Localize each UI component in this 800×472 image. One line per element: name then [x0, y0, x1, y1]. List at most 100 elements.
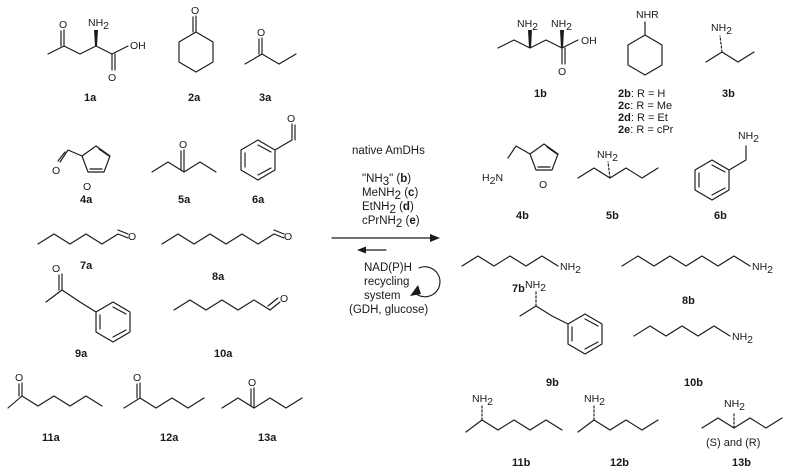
structure-4b: O H2N	[482, 143, 559, 191]
svg-text:O: O	[128, 231, 136, 243]
svg-text:O: O	[83, 181, 91, 193]
structure-8a: O	[161, 229, 292, 245]
svg-text:NH2: NH2	[752, 261, 773, 276]
label-13b: 13b	[732, 457, 751, 469]
svg-text:O: O	[287, 113, 295, 125]
structure-8b: NH2	[621, 255, 773, 276]
label-8b: 8b	[682, 295, 695, 307]
svg-text:2b: R = H: 2b: R = H	[618, 88, 665, 100]
structure-7a: O	[37, 229, 136, 245]
structure-13a: O	[221, 377, 303, 409]
label-8a: 8a	[212, 271, 225, 283]
structure-10b: NH2	[633, 325, 753, 346]
svg-text:O: O	[52, 165, 60, 177]
svg-text:NH2: NH2	[724, 398, 745, 413]
svg-text:OH: OH	[130, 40, 146, 52]
label-11b: 11b	[512, 457, 531, 469]
label-12a: 12a	[160, 432, 179, 444]
svg-text:O: O	[59, 19, 67, 31]
label-4a: 4a	[80, 194, 93, 206]
svg-text:NH2: NH2	[517, 18, 538, 33]
label-7a: 7a	[80, 260, 93, 272]
svg-text:2c: R = Me: 2c: R = Me	[618, 100, 672, 112]
svg-text:2d: R = Et: 2d: R = Et	[618, 112, 668, 124]
svg-text:NAD(P)H: NAD(P)H	[364, 262, 412, 274]
label-5a: 5a	[178, 194, 191, 206]
label-6b: 6b	[714, 210, 727, 222]
label-13a: 13a	[258, 432, 277, 444]
label-4b: 4b	[516, 210, 529, 222]
label-1a: 1a	[84, 92, 97, 104]
structure-12a: O	[123, 372, 205, 409]
svg-text:NH2: NH2	[738, 130, 759, 145]
amine-donor-c: MeNH2 (c)	[362, 187, 418, 202]
structure-2a: O	[178, 5, 214, 73]
svg-text:system: system	[364, 290, 400, 302]
label-10a: 10a	[214, 348, 233, 360]
svg-text:O: O	[191, 5, 199, 17]
cofactor-recycling: NAD(P)H recycling system (GDH, glucose)	[349, 262, 428, 316]
structure-1a: O NH2 O OH	[47, 17, 146, 84]
svg-text:2e: R = cPr: 2e: R = cPr	[618, 124, 674, 136]
svg-text:NH2: NH2	[597, 149, 618, 164]
label-9b: 9b	[546, 377, 559, 389]
svg-text:O: O	[284, 231, 292, 243]
amine-donor-e: cPrNH2 (e)	[362, 215, 420, 230]
svg-text:NH2: NH2	[560, 261, 581, 276]
svg-text:O: O	[15, 372, 23, 384]
structure-4a: O O	[52, 145, 111, 193]
svg-text:O: O	[52, 263, 60, 275]
structure-10a: O	[173, 293, 288, 311]
svg-text:O: O	[108, 72, 116, 84]
structure-6a: O	[240, 113, 296, 181]
catalyst-text: native AmDHs	[352, 145, 425, 157]
svg-text:(GDH, glucose): (GDH, glucose)	[349, 304, 428, 316]
label-5b: 5b	[606, 210, 619, 222]
svg-text:H2N: H2N	[482, 172, 503, 187]
structure-9b: NH2	[519, 279, 603, 355]
svg-text:O: O	[248, 377, 256, 389]
svg-text:NHR: NHR	[636, 9, 659, 21]
structure-11b: NH2	[465, 393, 563, 433]
structure-3a: O	[244, 27, 297, 65]
label-2a: 2a	[188, 92, 201, 104]
structure-3b: NH2	[705, 22, 755, 63]
amine-donor-list: "NH3" (b) MeNH2 (c) EtNH2 (d) cPrNH2 (e)	[362, 173, 420, 230]
svg-text:NH2: NH2	[551, 18, 572, 33]
svg-text:O: O	[179, 139, 187, 151]
svg-text:O: O	[257, 27, 265, 39]
svg-text:O: O	[133, 372, 141, 384]
svg-text:NH2: NH2	[472, 393, 493, 408]
structure-5b: NH2	[577, 149, 659, 179]
svg-text:NH2: NH2	[584, 393, 605, 408]
label-3b: 3b	[722, 88, 735, 100]
amine-donor-d: EtNH2 (d)	[362, 201, 414, 216]
reaction-arrow	[331, 234, 440, 254]
structure-9a: O	[45, 263, 131, 343]
recycling-arrow-icon	[410, 266, 441, 298]
nh2-text: NH2	[88, 17, 109, 32]
r-group-list: 2b: R = H 2c: R = Me 2d: R = Et 2e: R = …	[618, 88, 674, 136]
svg-text:NH2: NH2	[732, 331, 753, 346]
svg-text:OH: OH	[581, 35, 597, 47]
label-7b: 7b	[512, 283, 525, 295]
structure-7b: NH2	[461, 255, 581, 276]
structure-13b: NH2 (S) and (R)	[701, 398, 783, 449]
label-3a: 3a	[259, 92, 272, 104]
label-9a: 9a	[75, 348, 88, 360]
label-10b: 10b	[684, 377, 703, 389]
svg-text:NH2: NH2	[525, 279, 546, 294]
structure-12b: NH2	[577, 393, 659, 433]
structure-11a: O	[7, 372, 103, 409]
label-1b: 1b	[534, 88, 547, 100]
structure-1b: NH2 NH2 O OH	[497, 18, 597, 78]
label-6a: 6a	[252, 194, 265, 206]
svg-text:O: O	[539, 179, 547, 191]
stereo-note: (S) and (R)	[706, 437, 760, 449]
structure-2b-2e: NHR	[627, 9, 663, 76]
svg-text:recycling: recycling	[364, 276, 409, 288]
svg-text:O: O	[558, 66, 566, 78]
structure-5a: O	[151, 139, 217, 173]
svg-text:O: O	[280, 293, 288, 305]
